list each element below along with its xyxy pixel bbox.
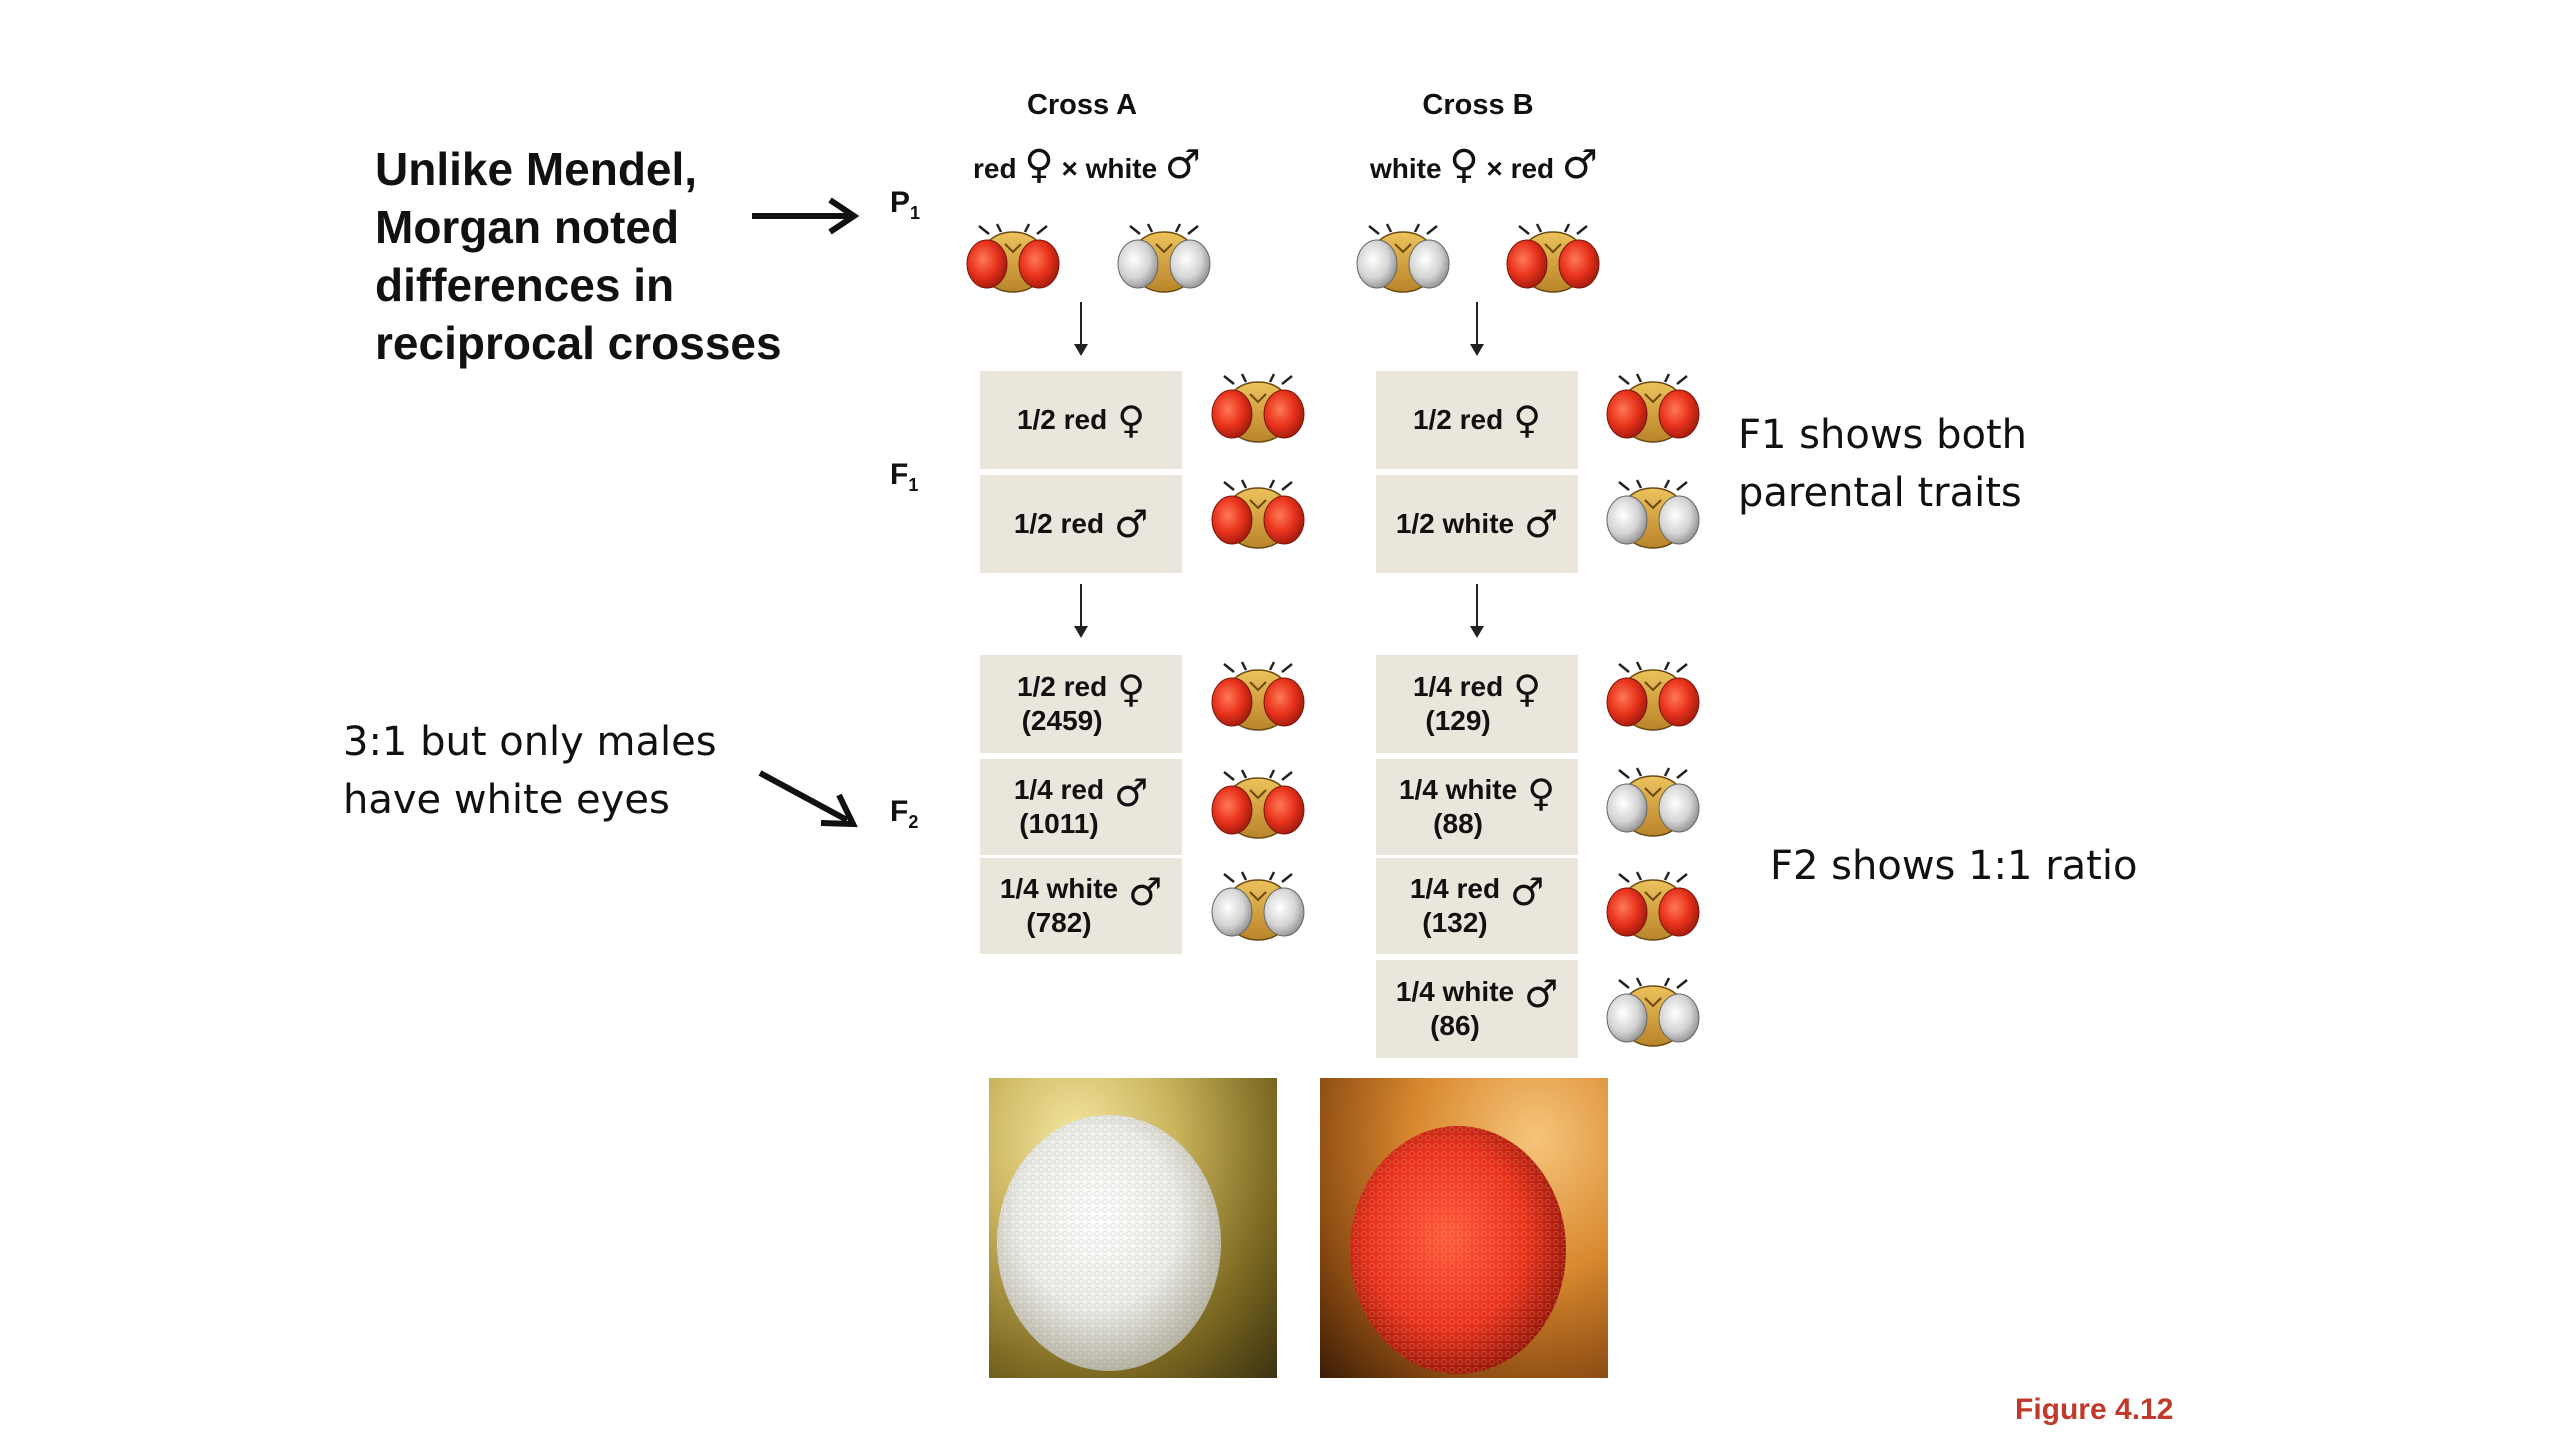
cross-times-icon: × (1061, 153, 1078, 184)
arrow-head-icon (1074, 344, 1088, 356)
cross-b-f1-female-cell: 1/2 red ♀ (1376, 371, 1578, 469)
f2-males-note-line: 3:1 but only males (343, 719, 717, 765)
arrow-head-icon (1074, 626, 1088, 638)
cross-a-parents: red ♀ × white ♂ (973, 142, 1201, 188)
cell-text: 1/4 white(782) (999, 873, 1119, 938)
male-symbol-icon: ♂ (1524, 502, 1559, 546)
male-symbol-icon: ♂ (1114, 502, 1149, 546)
f1-both-note-line: F1 shows both (1738, 412, 2028, 458)
fly-white-eye-icon (1356, 223, 1450, 293)
f2-males-note-line: have white eyes (343, 777, 670, 823)
fly-white-eye-icon (1117, 223, 1211, 293)
cross-a-f2-cell: 1/2 red(2459) ♀ (980, 655, 1182, 753)
male-symbol-icon: ♂ (1510, 870, 1545, 914)
figure-label: Figure 4.12 (2015, 1393, 2174, 1426)
female-symbol-icon: ♀ (1513, 667, 1542, 711)
cell-text: 1/4 red(132) (1409, 873, 1501, 938)
arrow-head-icon (1470, 626, 1484, 638)
cross-a-f2-cell: 1/4 white(782) ♂ (980, 858, 1182, 954)
female-symbol-icon: ♀ (1117, 667, 1146, 711)
cross-b-f2-cell: 1/4 red(129) ♀ (1376, 655, 1578, 753)
arrow-f1-f2-b (1476, 584, 1478, 628)
fly-red-eye-icon (1606, 661, 1700, 731)
cross-a-f1-female-cell: 1/2 red ♀ (980, 371, 1182, 469)
cross-b-f2-cell: 1/4 white(88) ♀ (1376, 759, 1578, 855)
male-symbol-icon: ♂ (1164, 142, 1201, 188)
parent-female-label: red (973, 153, 1017, 184)
f1-both-note-line: parental traits (1738, 470, 2022, 516)
fly-white-eye-icon (1606, 977, 1700, 1047)
female-symbol-icon: ♀ (1527, 771, 1556, 815)
red-eye-photo (1320, 1078, 1608, 1378)
gen-label-f1: F1 (890, 458, 919, 495)
cell-text: 1/2 red (1016, 404, 1108, 435)
cell-text: 1/2 red (1013, 508, 1105, 539)
cell-text: 1/4 red(1011) (1013, 774, 1105, 839)
fly-red-eye-icon (1606, 871, 1700, 941)
female-symbol-icon: ♀ (1513, 398, 1542, 442)
fly-red-eye-icon (1211, 373, 1305, 443)
cell-text: 1/4 white(88) (1398, 774, 1518, 839)
arrow-to-p1-icon (752, 197, 860, 235)
male-symbol-icon: ♂ (1524, 972, 1559, 1016)
f1-both-note: F1 shows both parental traits (1738, 406, 2027, 522)
f2-ratio-note: F2 shows 1:1 ratio (1770, 843, 2138, 889)
cell-text: 1/2 white (1395, 508, 1515, 539)
male-symbol-icon: ♂ (1561, 142, 1598, 188)
fly-red-eye-icon (1211, 479, 1305, 549)
f2-males-note: 3:1 but only males have white eyes (343, 713, 717, 829)
arrow-f1-f2-a (1080, 584, 1082, 628)
arrow-head-icon (1470, 344, 1484, 356)
cell-text: 1/2 red(2459) (1016, 671, 1108, 736)
fly-red-eye-icon (966, 223, 1060, 293)
cross-a-f2-cell: 1/4 red(1011) ♂ (980, 759, 1182, 855)
morgan-note-line: Unlike Mendel, (375, 143, 698, 195)
male-symbol-icon: ♂ (1114, 771, 1149, 815)
female-symbol-icon: ♀ (1117, 398, 1146, 442)
arrow-to-f2-icon (758, 770, 858, 828)
fly-white-eye-icon (1211, 871, 1305, 941)
gen-label-f2: F2 (890, 795, 919, 832)
cross-b-f2-cell: 1/4 white(86) ♂ (1376, 960, 1578, 1058)
morgan-note-line: Morgan noted (375, 201, 680, 253)
male-symbol-icon: ♂ (1128, 870, 1163, 914)
parent-male-label: red (1510, 153, 1555, 184)
white-eye-photo (989, 1078, 1277, 1378)
morgan-note: Unlike Mendel, Morgan noted differences … (375, 140, 782, 372)
fly-red-eye-icon (1506, 223, 1600, 293)
cell-text: 1/4 white(86) (1395, 976, 1515, 1041)
fly-red-eye-icon (1211, 661, 1305, 731)
fly-red-eye-icon (1211, 769, 1305, 839)
female-symbol-icon: ♀ (1449, 142, 1479, 188)
cell-text: 1/2 red (1412, 404, 1504, 435)
female-symbol-icon: ♀ (1024, 142, 1054, 188)
parent-male-label: white (1085, 153, 1158, 184)
arrow-p1-f1-a (1080, 302, 1082, 346)
fly-red-eye-icon (1606, 373, 1700, 443)
morgan-note-line: reciprocal crosses (375, 317, 782, 369)
gen-label-p1: P1 (890, 186, 921, 223)
parent-female-label: white (1370, 153, 1442, 184)
arrow-p1-f1-b (1476, 302, 1478, 346)
cross-a-f1-male-cell: 1/2 red ♂ (980, 475, 1182, 573)
cell-text: 1/4 red(129) (1412, 671, 1504, 736)
morgan-note-line: differences in (375, 259, 675, 311)
cross-b-f1-male-cell: 1/2 white ♂ (1376, 475, 1578, 573)
cross-times-icon: × (1486, 153, 1503, 184)
cross-a-title: Cross A (1026, 89, 1138, 121)
cross-b-f2-cell: 1/4 red(132) ♂ (1376, 858, 1578, 954)
cross-b-parents: white ♀ × red ♂ (1370, 142, 1598, 188)
cross-b-title: Cross B (1422, 89, 1534, 121)
fly-white-eye-icon (1606, 479, 1700, 549)
fly-white-eye-icon (1606, 767, 1700, 837)
